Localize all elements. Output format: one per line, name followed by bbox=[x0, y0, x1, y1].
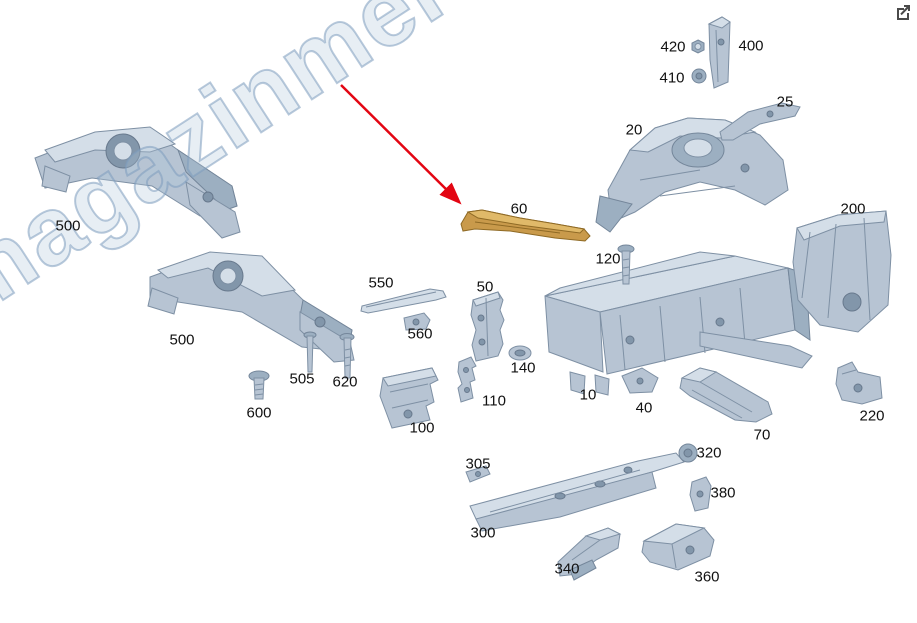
part-25-illustration bbox=[719, 102, 801, 141]
part-120-bolt-illustration bbox=[617, 244, 635, 285]
part-220-illustration bbox=[835, 361, 883, 405]
part-20-illustration bbox=[595, 117, 789, 233]
open-in-new-tab-icon[interactable] bbox=[894, 3, 912, 21]
part-550-illustration bbox=[360, 288, 447, 314]
part-140-illustration bbox=[508, 345, 532, 361]
part-400-illustration bbox=[707, 16, 731, 89]
part-110-illustration bbox=[457, 356, 477, 403]
part-100-illustration bbox=[379, 367, 439, 429]
part-50-illustration bbox=[470, 291, 505, 362]
part-560-illustration bbox=[403, 312, 431, 331]
part-320-grommet-illustration bbox=[678, 443, 698, 463]
part-200-illustration bbox=[792, 210, 892, 333]
part-600-bolt-illustration bbox=[248, 370, 270, 400]
part-340-illustration bbox=[557, 527, 622, 581]
part-60-highlighted-illustration bbox=[460, 209, 591, 242]
part-620-bolt-illustration bbox=[339, 333, 355, 379]
part-420-nut-illustration bbox=[691, 39, 705, 54]
part-500-upper-illustration bbox=[34, 126, 241, 239]
part-360-illustration bbox=[641, 523, 715, 571]
part-40-illustration bbox=[621, 367, 659, 394]
annotation-arrow bbox=[340, 84, 462, 205]
part-305-illustration bbox=[465, 465, 491, 483]
part-10-assembly-illustration bbox=[544, 251, 813, 396]
part-500-lower-illustration bbox=[147, 251, 355, 363]
part-410-grommet-illustration bbox=[691, 68, 707, 84]
part-380-illustration bbox=[689, 476, 712, 512]
part-300-illustration bbox=[469, 452, 685, 532]
part-70-illustration bbox=[679, 367, 773, 423]
part-505-stud-illustration bbox=[303, 331, 317, 373]
